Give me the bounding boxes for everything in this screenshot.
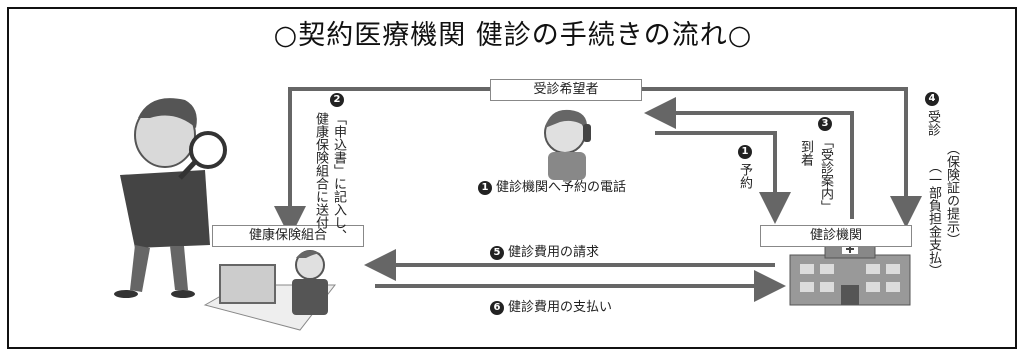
step-4-number: 4: [925, 92, 939, 106]
step-4-text-line3: （一部負担金支払）: [926, 160, 941, 277]
hospital-building-illustration: [789, 239, 911, 306]
arrow-step-3: [644, 97, 854, 219]
step-2-number: 2: [330, 93, 344, 107]
woman-with-magnifier-illustration: [114, 98, 227, 298]
step-5-text: 健診費用の請求: [508, 245, 600, 260]
step-1-text: 健診機関へ予約の電話: [496, 180, 627, 195]
arrow-step-4: [642, 87, 922, 228]
step-1-short-label: 予約: [737, 163, 752, 189]
step-1-number: 1: [478, 180, 492, 195]
step-1-number-vertical: 1: [738, 145, 752, 159]
step-6-label: 6 健診費用の支払い: [490, 296, 612, 315]
step-3-text-line2: 到着: [798, 140, 813, 166]
step-4-text-line1: 受診: [925, 110, 940, 136]
arrow-step-2: [274, 87, 490, 238]
step-5-label: 5 健診費用の請求: [490, 241, 599, 260]
step-4-text-line2: （保険証の提示）: [944, 142, 959, 246]
diagram-title: ○契約医療機関 健診の手続きの流れ○: [273, 20, 753, 51]
node-clinic: 健診機関: [760, 225, 912, 247]
node-applicant: 受診希望者: [490, 79, 642, 101]
clerk-at-computer-illustration: [203, 250, 337, 331]
step-2-text-line1: 「申込書」に記入し、: [331, 112, 346, 242]
node-insurer: 健康保険組合: [212, 225, 364, 247]
step-3-text-line1: 「受診案内」: [818, 135, 833, 213]
step-2-text-line2: 健康保険組合に送付: [313, 112, 328, 229]
step-5-number: 5: [490, 245, 504, 260]
step-6-text: 健診費用の支払い: [508, 300, 613, 315]
step-1-label: 1 健診機関へ予約の電話: [478, 176, 626, 195]
person-on-phone-illustration: [544, 109, 591, 180]
arrow-step-1: [655, 131, 791, 224]
step-3-number: 3: [818, 117, 832, 131]
step-6-number: 6: [490, 300, 504, 315]
